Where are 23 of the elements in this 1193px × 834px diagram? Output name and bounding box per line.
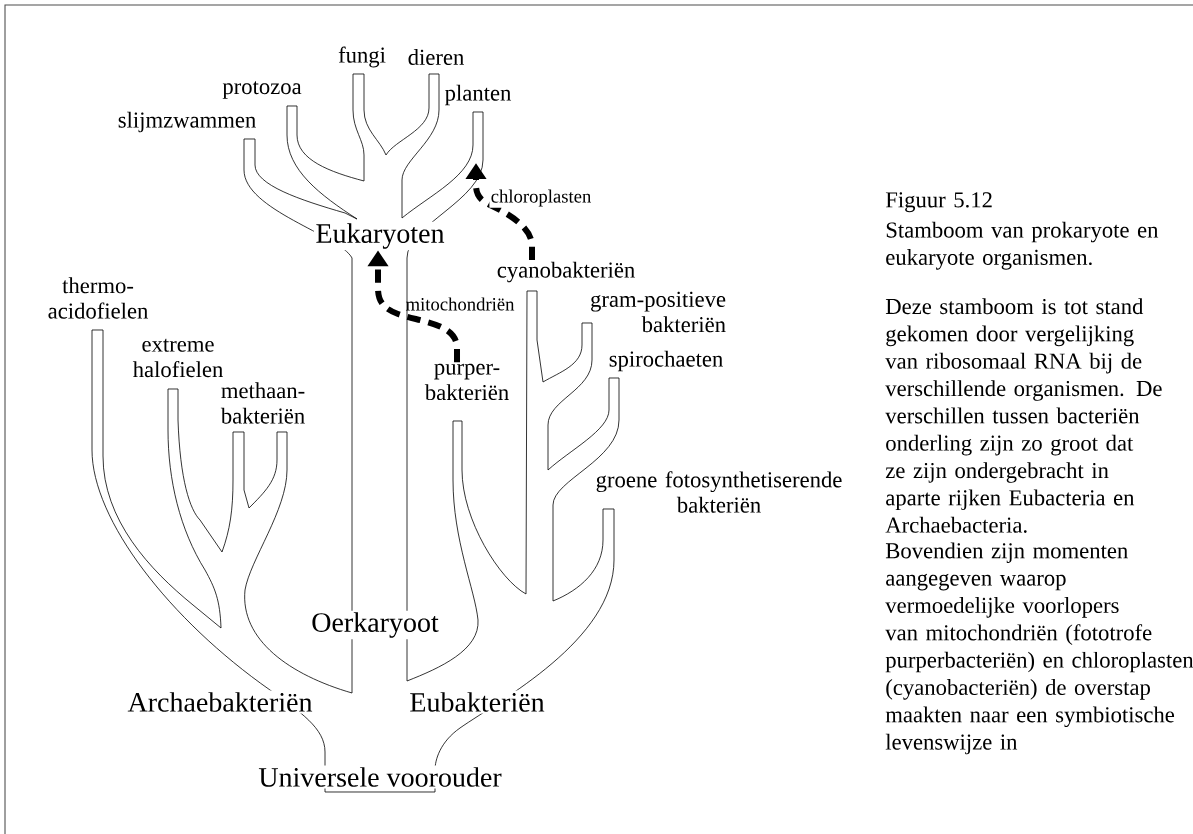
caption-paragraph: Bovendien zijn momenten aangegeven waarop vermoedelijke voorlopers van mitochondriën (fototrofe purperbacteriën) en chloroplasten (cyanobacteriën) de overstap maakten naar een symbiotische levenswijze in xyxy=(885,542,1193,755)
figure-number: Figuur 5.12 xyxy=(885,192,992,213)
branch-label: slijmzwammen xyxy=(118,111,256,133)
branch-label: fungi xyxy=(338,46,386,68)
branch-label: spirochaeten xyxy=(609,350,723,372)
caption-paragraph: Deze stamboom is tot stand gekomen door vergelijking van ribosomaal RNA bij de verschillende organismen. De verschillen tussen bacteriën onderling zijn zo groot dat ze zijn ondergebracht in aparte rijken Eubacteria en Archaebacteria. xyxy=(885,298,1162,533)
branch-label: gram-positieve bakteriën xyxy=(591,291,726,333)
branch-label: protozoa xyxy=(222,81,302,99)
group-label: Archaebakteriën xyxy=(127,692,313,712)
group-label: Oerkaryoot xyxy=(312,612,439,638)
branch-label: Eukaryoten xyxy=(316,223,445,249)
branch-label: purper-bakteriën xyxy=(424,363,509,401)
group-label: Universele voorouder xyxy=(258,767,502,787)
branch-label: thermo-acidofielen xyxy=(48,277,149,319)
group-label: Eubakteriën xyxy=(410,692,545,712)
figure-caption: Stamboom van prokaryote en eukaryote organismen. xyxy=(886,221,1159,270)
branch-label: dieren xyxy=(408,49,464,65)
branch-label: groene fotosynthetiserende bakteriën xyxy=(596,471,842,513)
branch-label: planten xyxy=(445,84,512,106)
edge-label: mitochondriën xyxy=(404,296,516,312)
branch-label: cyanobakteriën xyxy=(497,261,635,283)
branch-label: methaan-bakteriën xyxy=(220,382,305,424)
edge-label: chloroplasten xyxy=(489,188,593,208)
